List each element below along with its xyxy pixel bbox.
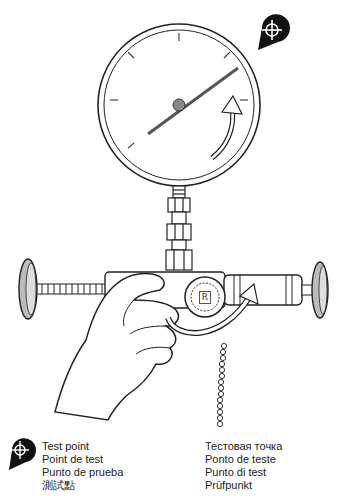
pump-cylinder [224, 275, 302, 305]
knob-arrow [240, 284, 258, 304]
legend-text: Ponto de teste [205, 453, 276, 466]
rotation-arrow [212, 108, 233, 158]
test-point-marker [258, 14, 290, 50]
legend-text: 測試點 [42, 479, 75, 492]
legend-text: Point de test [42, 453, 103, 466]
legend-text: Test point [42, 440, 89, 453]
fitting-stack [166, 186, 192, 270]
logo-letter: R [199, 291, 211, 304]
right-handle [312, 262, 328, 318]
gauge-needle [148, 68, 238, 134]
legend-marker [9, 438, 36, 470]
hand [55, 274, 178, 420]
legend-text: Punto de prueba [42, 466, 123, 479]
gauge-bezel [98, 24, 260, 186]
legend-text: Prüfpunkt [205, 479, 252, 492]
threaded-rod [36, 284, 108, 294]
legend-text: Punto di test [205, 466, 266, 479]
chain [217, 343, 226, 426]
left-handle [19, 259, 37, 319]
gauge-face [104, 30, 254, 180]
gauge-ticks [110, 33, 248, 148]
legend-text: Тестовая точка [205, 440, 282, 453]
test-knob [185, 277, 225, 317]
needle-hub [173, 99, 185, 111]
